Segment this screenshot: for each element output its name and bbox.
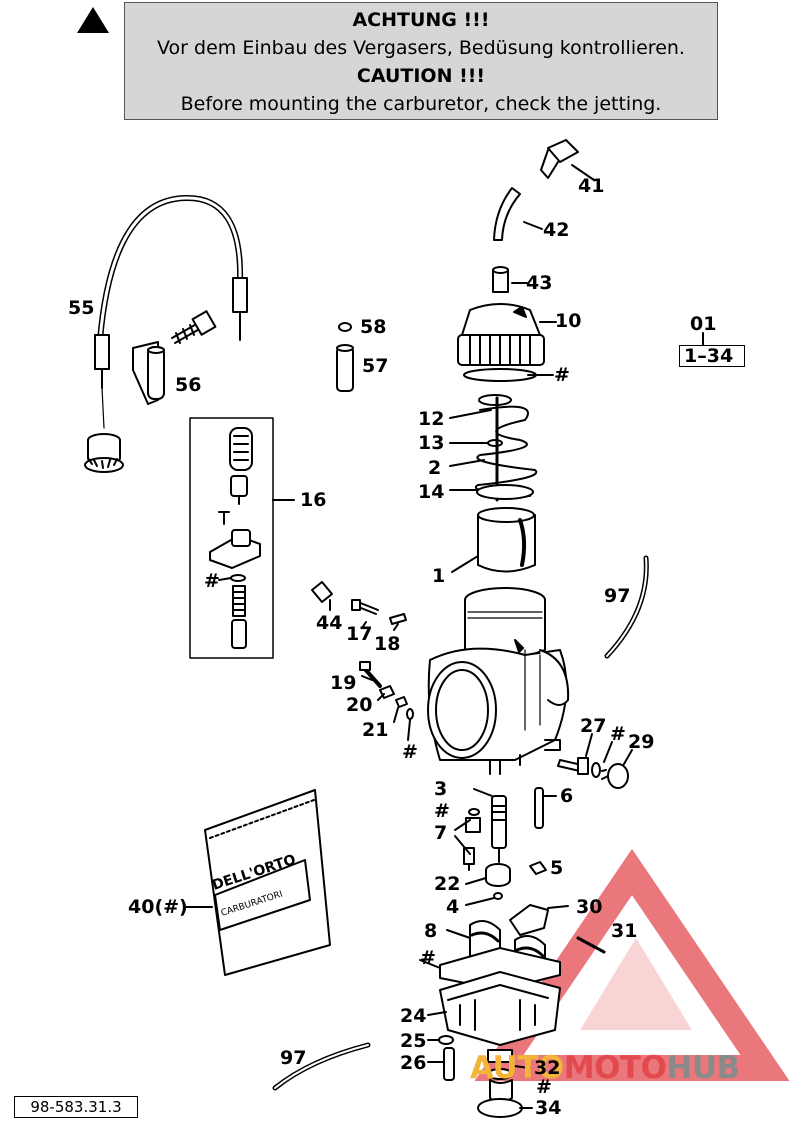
part-10-cap bbox=[457, 303, 557, 382]
part-19-20-21 bbox=[359, 661, 414, 741]
part-5-22-4 bbox=[465, 861, 547, 906]
callout-5: 5 bbox=[550, 857, 564, 879]
part-7-jets bbox=[454, 808, 481, 871]
part-spring-assembly bbox=[449, 394, 538, 502]
callout-4: 4 bbox=[446, 896, 460, 918]
part-carburetor-body bbox=[427, 587, 570, 775]
part-27-29 bbox=[557, 733, 633, 789]
callout-16: 16 bbox=[300, 489, 327, 511]
part-25-26 bbox=[427, 1035, 455, 1081]
callout-3: 3 bbox=[434, 778, 448, 800]
callout-25: 25 bbox=[400, 1030, 427, 1052]
set-range-box bbox=[679, 345, 745, 367]
callout-97-lower: 97 bbox=[280, 1047, 307, 1069]
callout-01: 01 bbox=[690, 313, 717, 335]
watermark-part2: MOTO bbox=[563, 1050, 667, 1086]
callout-7: 7 bbox=[434, 822, 448, 844]
part-44 bbox=[311, 581, 333, 611]
part-97-hose-upper bbox=[604, 555, 649, 659]
callout-29: 29 bbox=[628, 731, 655, 753]
callout-hash-cap: # bbox=[554, 364, 570, 386]
callout-2: 2 bbox=[428, 457, 442, 479]
callout-58: 58 bbox=[360, 316, 387, 338]
callout-19: 19 bbox=[330, 672, 357, 694]
callout-hash-8: # bbox=[420, 947, 436, 969]
callout-8: 8 bbox=[424, 920, 438, 942]
callout-10: 10 bbox=[555, 310, 582, 332]
callout-20: 20 bbox=[346, 694, 373, 716]
callout-31: 31 bbox=[611, 920, 638, 942]
callout-6: 6 bbox=[560, 785, 574, 807]
part-24-float-bowl bbox=[427, 971, 561, 1046]
caution-title-de: ACHTUNG !!! bbox=[352, 9, 490, 31]
caution-box: ACHTUNG !!! Vor dem Einbau des Vergasers… bbox=[124, 2, 718, 120]
part-30 bbox=[509, 904, 569, 936]
part-40-kit-bag bbox=[183, 789, 331, 976]
callout-41: 41 bbox=[578, 175, 605, 197]
callout-18: 18 bbox=[374, 633, 401, 655]
part-17-18-screws bbox=[351, 599, 407, 631]
callout-17: 17 bbox=[346, 623, 373, 645]
part-55-cable bbox=[84, 194, 248, 473]
callout-hash-21: # bbox=[402, 741, 418, 763]
part-16-group bbox=[189, 417, 295, 659]
part-31-pin bbox=[576, 936, 606, 954]
part-3-6 bbox=[473, 787, 557, 863]
callout-24: 24 bbox=[400, 1005, 427, 1027]
watermark-part1: AUTO bbox=[470, 1050, 564, 1086]
callout-26: 26 bbox=[400, 1052, 427, 1074]
callout-1: 1 bbox=[432, 565, 446, 587]
callout-56: 56 bbox=[175, 374, 202, 396]
part-56-holder bbox=[132, 341, 165, 405]
callout-97-upper: 97 bbox=[604, 585, 631, 607]
watermark-part3: HUB bbox=[666, 1050, 740, 1086]
callout-hash-3: # bbox=[434, 800, 450, 822]
callout-55: 55 bbox=[68, 297, 95, 319]
callout-1-34: 1–34 bbox=[684, 345, 734, 367]
callout-43: 43 bbox=[526, 272, 553, 294]
caution-text-de: Vor dem Einbau des Vergasers, Bedüsung k… bbox=[157, 37, 685, 59]
watermark-text: AUTOMOTOHUB bbox=[470, 1050, 740, 1086]
part-41-fitting bbox=[540, 139, 595, 181]
part-42-hose bbox=[493, 187, 543, 241]
callout-44: 44 bbox=[316, 612, 343, 634]
document-number: 98-583.31.3 bbox=[14, 1096, 138, 1118]
callout-34: 34 bbox=[535, 1097, 562, 1119]
part-adjuster-screw bbox=[171, 310, 217, 344]
callout-22: 22 bbox=[434, 873, 461, 895]
part-1-slide bbox=[451, 507, 536, 573]
callout-27: 27 bbox=[580, 715, 607, 737]
part-32-34 bbox=[477, 1049, 533, 1118]
callout-hash-32: # bbox=[536, 1076, 552, 1098]
part-57-sleeve bbox=[336, 344, 354, 392]
callout-32: 32 bbox=[534, 1057, 561, 1079]
part-43-nipple bbox=[492, 266, 528, 293]
callout-13: 13 bbox=[418, 432, 445, 454]
callout-30: 30 bbox=[576, 896, 603, 918]
callout-57: 57 bbox=[362, 355, 389, 377]
callout-21: 21 bbox=[362, 719, 389, 741]
caution-title-en: CAUTION !!! bbox=[356, 65, 486, 87]
watermark-logo-icon bbox=[474, 848, 790, 1081]
callout-hash-27: # bbox=[610, 723, 626, 745]
caution-text-en: Before mounting the carburetor, check th… bbox=[180, 93, 662, 115]
part-58-oring bbox=[338, 322, 352, 332]
callout-42: 42 bbox=[543, 219, 570, 241]
callout-12: 12 bbox=[418, 408, 445, 430]
warning-triangle-icon bbox=[77, 7, 109, 33]
callout-hash-16: # bbox=[204, 570, 220, 592]
callout-14: 14 bbox=[418, 481, 445, 503]
callout-40: 40(#) bbox=[128, 896, 188, 918]
